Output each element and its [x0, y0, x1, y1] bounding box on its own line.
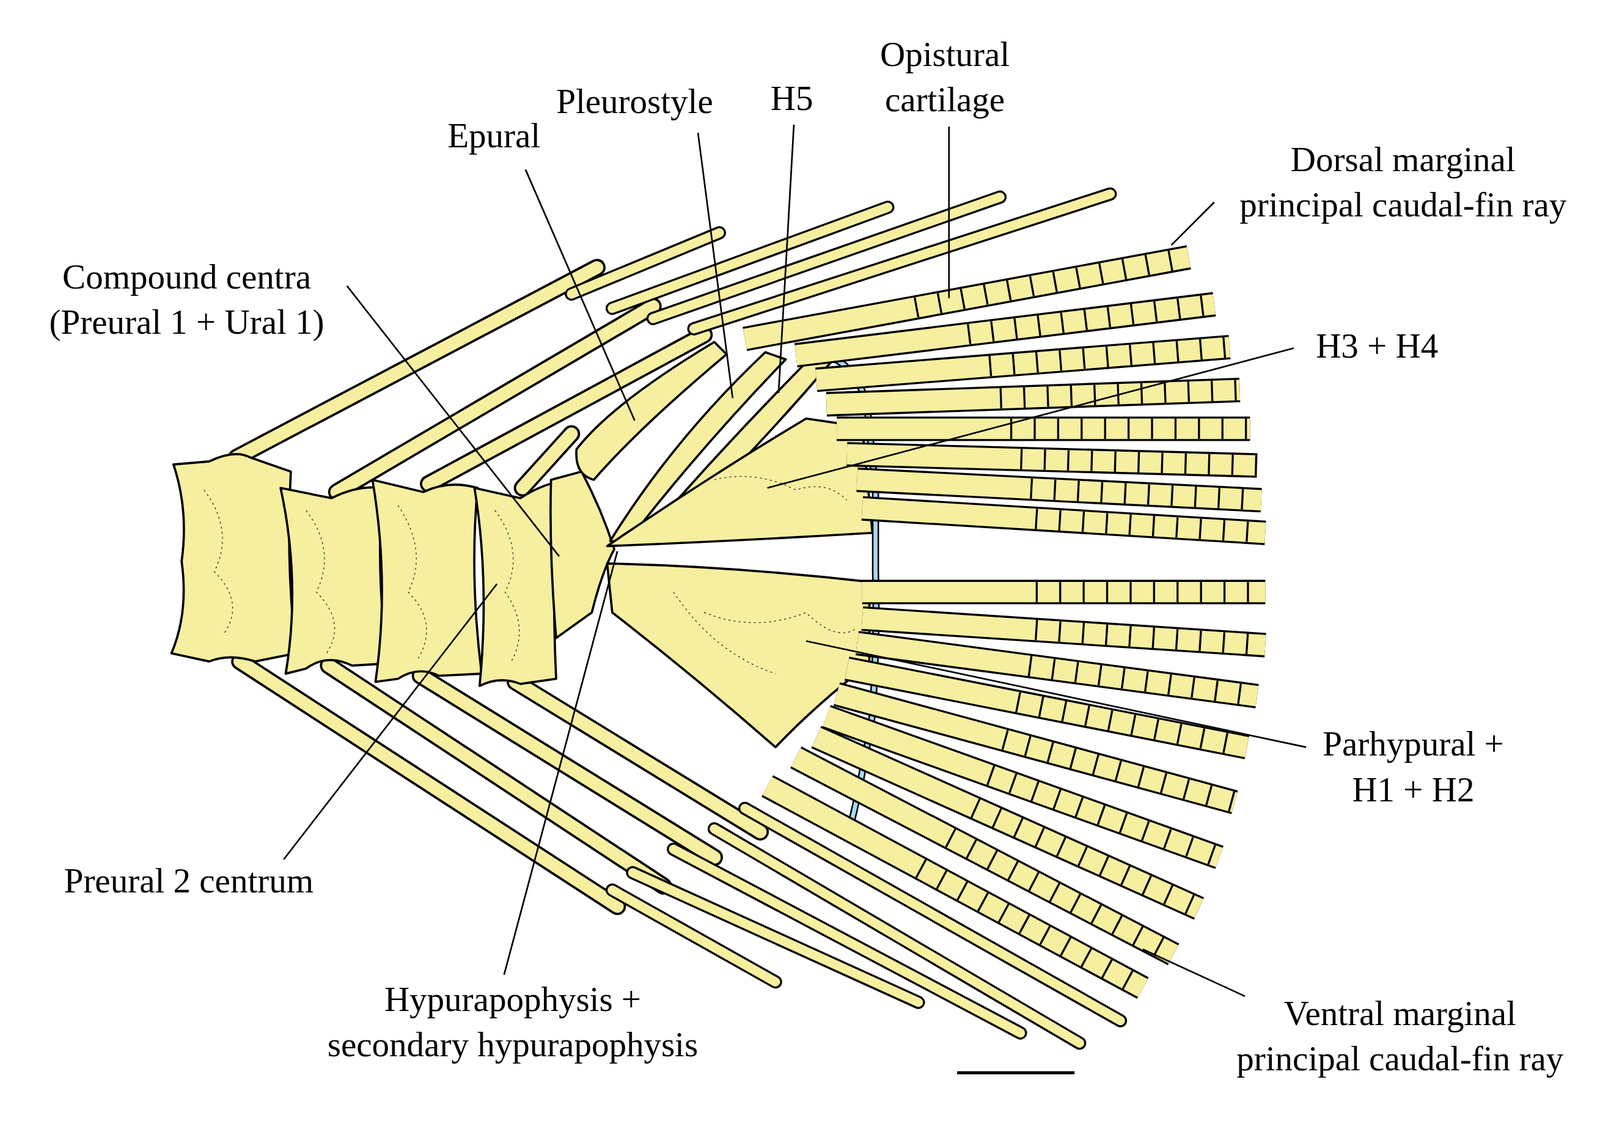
- part-label: Ventral marginal principal caudal-fin ra…: [1226, 990, 1574, 1082]
- leader-lines: [778, 124, 794, 393]
- part-label-text: Hypurapophysis + secondary hypurapophysi…: [327, 979, 698, 1064]
- leader-lines: [806, 641, 1307, 748]
- principal-caudal-rays: [744, 257, 1266, 988]
- part-label-text: Dorsal marginal principal caudal-fin ray: [1239, 139, 1567, 224]
- part-label-text: Pleurostyle: [556, 81, 713, 121]
- scale-bar: [957, 1070, 1075, 1074]
- leader-lines: [1142, 949, 1245, 997]
- vertebral-centra: [171, 454, 615, 686]
- leader-lines: [347, 286, 560, 557]
- vertebral-centra: [372, 479, 482, 683]
- part-label-text: Parhypural + H1 + H2: [1322, 724, 1505, 808]
- hypurals: [606, 418, 873, 547]
- leader-lines: [283, 583, 497, 860]
- part-label: Opistural cartilage: [842, 31, 1047, 123]
- part-label: Compound centra (Preural 1 + Ural 1): [38, 254, 335, 345]
- part-label-text: H5: [770, 78, 814, 118]
- leader-lines: [767, 348, 1295, 489]
- vertebral-centra: [204, 490, 520, 664]
- vertebral-centra: [550, 471, 615, 639]
- leader-lines: [697, 132, 733, 398]
- part-label: Hypurapophysis + secondary hypurapophysi…: [316, 976, 710, 1068]
- principal-caudal-rays: [744, 257, 1266, 988]
- leader-lines: [525, 169, 635, 421]
- part-label: Dorsal marginal principal caudal-fin ray: [1229, 136, 1577, 228]
- part-label-text: Ventral marginal principal caudal-fin ra…: [1236, 993, 1564, 1078]
- hypurals: [673, 476, 858, 674]
- hypurals: [576, 342, 727, 480]
- leader-lines: [1171, 202, 1215, 246]
- leader-lines: [504, 551, 618, 975]
- part-label-text: Epural: [447, 116, 541, 155]
- principal-caudal-rays: [744, 257, 1266, 988]
- part-label: H5: [755, 75, 829, 122]
- principal-caudal-rays: [744, 257, 1266, 988]
- part-label: Pleurostyle: [532, 78, 738, 125]
- vertebral-centra: [171, 454, 297, 662]
- part-label: Epural: [422, 113, 566, 159]
- part-label: Parhypural + H1 + H2: [1310, 721, 1516, 812]
- part-label: Preural 2 centrum: [50, 858, 327, 904]
- leader-lines: [283, 124, 1307, 997]
- part-label-text: H3 + H4: [1315, 326, 1439, 365]
- part-label: H3 + H4: [1307, 323, 1446, 369]
- part-label-text: Compound centra (Preural 1 + Ural 1): [49, 257, 325, 342]
- part-label-text: Opistural cartilage: [880, 34, 1010, 119]
- leader-lines: [947, 126, 950, 299]
- vertebral-centra: [280, 487, 388, 674]
- vertebral-centra: [474, 481, 560, 686]
- part-label-text: Preural 2 centrum: [64, 861, 314, 900]
